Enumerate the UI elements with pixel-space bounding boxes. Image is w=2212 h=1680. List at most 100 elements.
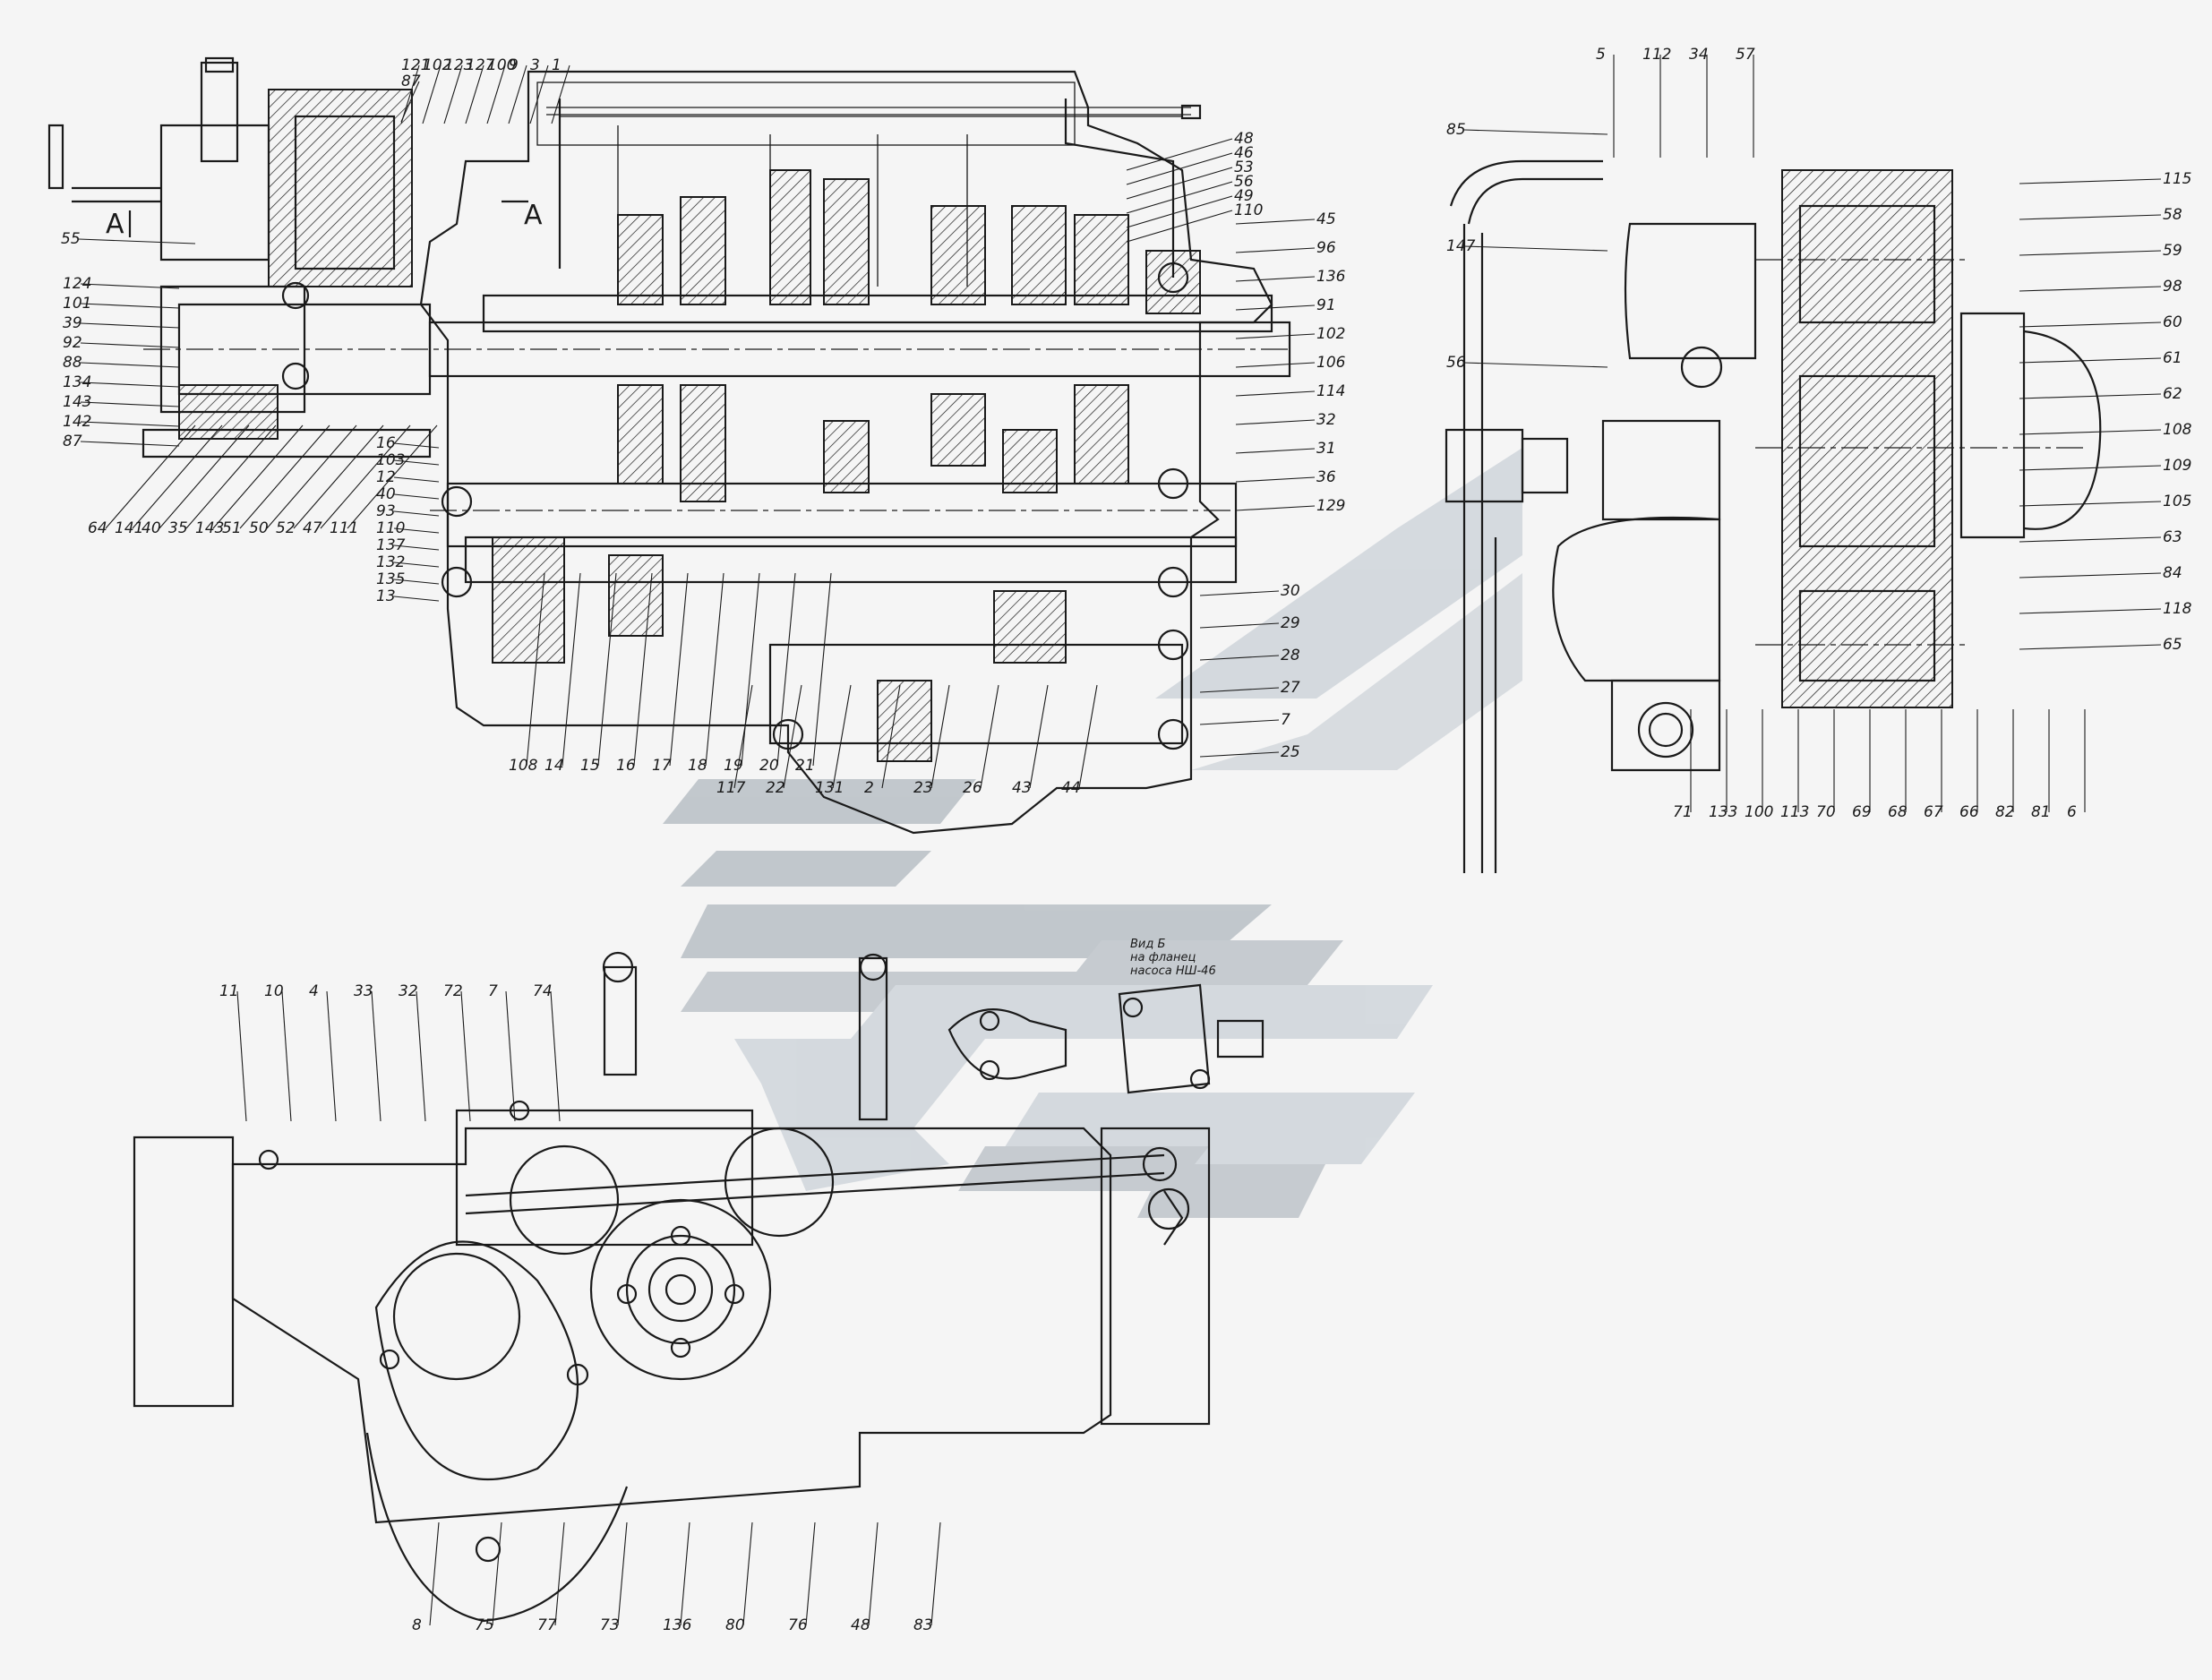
callout-number: 22	[766, 779, 785, 797]
callout-number: 32	[1316, 411, 1336, 429]
callout-leader	[1463, 245, 1608, 252]
bottom-bolts	[258, 1100, 745, 1563]
callout-number: 102	[1316, 325, 1345, 343]
callout-number: 65	[2163, 636, 2182, 654]
callout-number: 53	[1234, 159, 1254, 176]
callout-leader	[1126, 138, 1233, 171]
callout-number: 101	[63, 295, 91, 313]
callout-number: 69	[1852, 803, 1872, 821]
callout-number: 71	[1673, 803, 1693, 821]
callout-leader	[2019, 644, 2162, 650]
callout-leader	[393, 510, 440, 517]
callout-leader	[1235, 362, 1316, 368]
callout-number: 23	[913, 779, 933, 797]
callout-number: 29	[1281, 614, 1300, 632]
callout-number: 31	[1316, 440, 1336, 458]
callout-leader	[868, 1521, 879, 1626]
callout-number: 83	[913, 1616, 933, 1634]
callout-number: 87	[63, 433, 82, 450]
callout-leader	[185, 424, 277, 529]
callout-leader	[80, 303, 180, 309]
callout-leader	[159, 424, 250, 529]
callout-leader	[80, 441, 180, 447]
callout-leader	[393, 442, 440, 449]
callout-number: 142	[63, 413, 91, 431]
callout-number: 124	[63, 275, 91, 293]
callout-number: 121	[401, 56, 430, 74]
callout-number: 114	[1316, 382, 1345, 400]
callout-number: 16	[616, 757, 636, 775]
callout-number: 136	[1316, 268, 1346, 286]
bearings	[281, 261, 1189, 750]
callout-leader	[1235, 219, 1316, 225]
callout-number: 147	[1446, 237, 1476, 255]
callout-number: 66	[1959, 803, 1979, 821]
callout-number: 39	[63, 314, 82, 332]
main-section-view: A A	[47, 56, 1291, 835]
callout-number: 64	[88, 519, 107, 537]
view-note-line-1: Вид Б	[1130, 938, 1165, 951]
callout-number: 91	[1316, 296, 1336, 314]
callout-leader	[416, 990, 426, 1122]
callout-number: 141	[115, 519, 143, 537]
callout-leader	[1199, 687, 1280, 693]
callout-number: 67	[1924, 803, 1943, 821]
callout-leader	[281, 990, 292, 1122]
callout-number: 9	[509, 56, 519, 74]
callout-leader	[2019, 501, 2162, 507]
callout-leader	[393, 561, 440, 568]
callout-leader	[783, 684, 802, 789]
callout-number: 135	[376, 570, 405, 588]
callout-number: 134	[63, 373, 91, 391]
section-mark-a-right: A	[524, 200, 543, 231]
callout-number: 46	[1234, 144, 1254, 162]
callout-number: 113	[1780, 803, 1809, 821]
callout-number: 32	[399, 982, 418, 1000]
callout-leader	[105, 424, 196, 529]
callout-number: 110	[376, 519, 405, 537]
callout-number: 28	[1281, 647, 1300, 664]
callout-leader	[1235, 276, 1316, 282]
callout-leader	[550, 990, 561, 1122]
callout-leader	[2019, 321, 2162, 328]
callout-number: 14	[544, 757, 564, 775]
callout-number: 20	[759, 757, 779, 775]
callout-number: 17	[652, 757, 672, 775]
callout-leader	[326, 990, 337, 1122]
callout-leader	[429, 1521, 440, 1626]
callout-leader	[741, 572, 760, 767]
callout-number: 10	[264, 982, 284, 1000]
callout-number: 18	[688, 757, 707, 775]
callout-number: 45	[1316, 210, 1336, 228]
callout-number: 47	[303, 519, 322, 537]
callout-number: 132	[376, 553, 405, 571]
callout-number: 56	[1234, 173, 1254, 191]
callout-leader	[832, 684, 852, 789]
callout-number: 55	[61, 230, 81, 248]
callout-leader	[881, 684, 901, 789]
callout-leader	[1235, 304, 1316, 311]
callout-leader	[529, 64, 549, 124]
callout-number: 117	[716, 779, 746, 797]
callout-number: 52	[276, 519, 296, 537]
callout-leader	[80, 322, 180, 329]
callout-number: 76	[788, 1616, 808, 1634]
callout-number: 106	[1316, 354, 1346, 372]
callout-number: 136	[663, 1616, 692, 1634]
callout-leader	[443, 64, 463, 124]
callout-leader	[393, 493, 440, 500]
callout-leader	[2019, 286, 2162, 292]
callout-leader	[2019, 608, 2162, 614]
callout-number: 16	[376, 434, 396, 452]
callout-number: 61	[2163, 349, 2182, 367]
callout-number: 7	[1281, 711, 1290, 729]
callout-number: 74	[533, 982, 553, 1000]
callout-number: 133	[1709, 803, 1737, 821]
callout-leader	[1199, 751, 1280, 758]
callout-leader	[1235, 390, 1316, 397]
upper-gears	[617, 169, 1201, 314]
callout-number: 88	[63, 354, 82, 372]
callout-leader	[393, 544, 440, 551]
callout-leader	[526, 572, 545, 767]
